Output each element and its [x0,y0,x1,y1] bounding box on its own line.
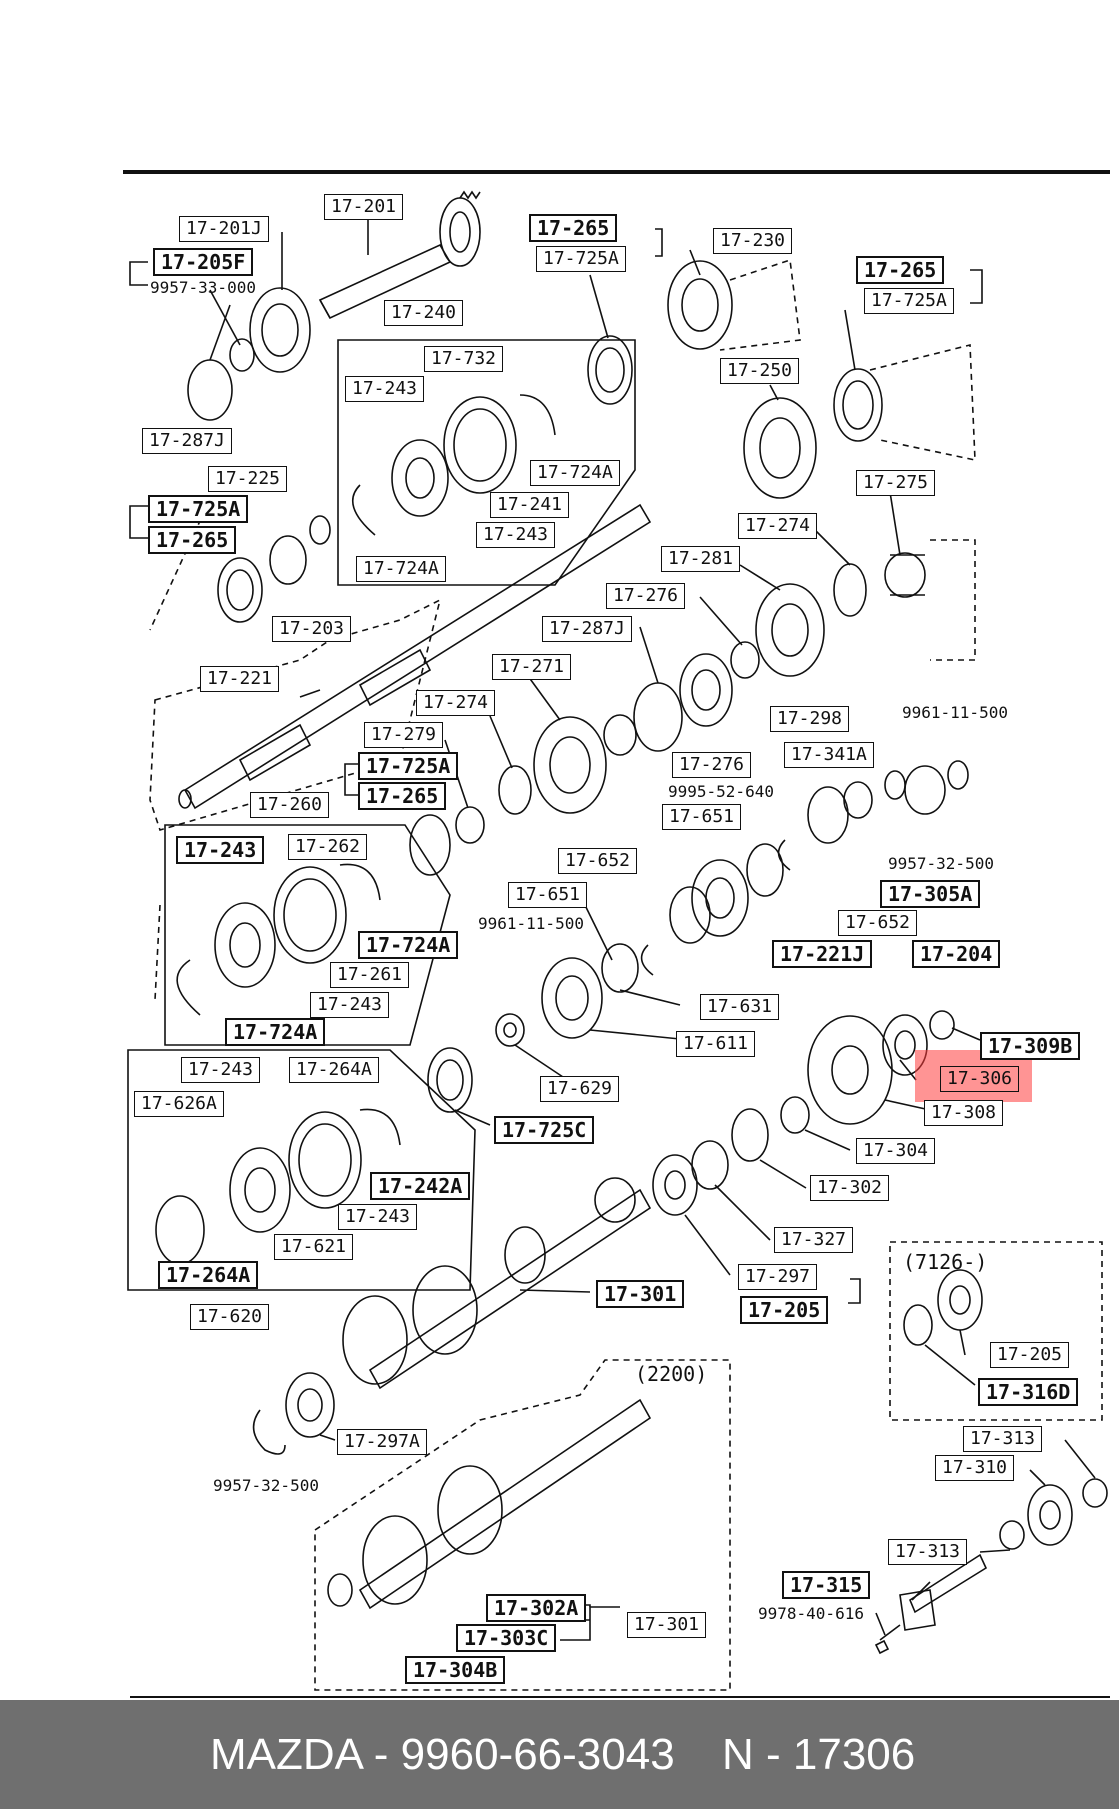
label-17-262: 17-262 [288,834,368,860]
label-17-243-e: 17-243 [181,1057,261,1083]
label-17-201J: 17-201J [179,216,269,242]
label-17-201: 17-201 [324,194,404,220]
label-17-279: 17-279 [364,722,444,748]
footer-reference: N - 17306 [722,1730,916,1779]
label-9957-33-000: 9957-33-000 [150,278,256,297]
label-17-264A-a: 17-264A [289,1057,379,1083]
label-17-287J: 17-287J [142,428,232,454]
label-17-305A: 17-305A [880,880,981,908]
label-17-221J: 17-221J [772,940,873,968]
label-17-205F: 17-205F [153,248,254,276]
input-shaft-drawing [318,190,481,320]
label-17-276-a: 17-276 [606,583,686,609]
label-17-725A-b: 17-725A [864,288,954,314]
label-17-309B: 17-309B [980,1032,1081,1060]
label-17-724A-b: 17-724A [356,556,446,582]
label-17-620: 17-620 [190,1304,270,1330]
mainshaft-drawing [178,503,652,810]
label-17-261: 17-261 [330,962,410,988]
label-17-304: 17-304 [856,1138,936,1164]
label-17-651-b: 17-651 [508,882,588,908]
label-17-651-a: 17-651 [662,804,742,830]
label-17-274-a: 17-274 [738,513,818,539]
label-17-298: 17-298 [770,706,850,732]
label-17-240: 17-240 [384,300,464,326]
label-17-221: 17-221 [200,666,280,692]
label-17-313-a: 17-313 [963,1426,1043,1452]
label-17-274-b: 17-274 [416,690,496,716]
label-17-303C: 17-303C [456,1624,557,1652]
label-9957-32-500-b: 9957-32-500 [213,1476,319,1495]
label-17-652-a: 17-652 [558,848,638,874]
label-17-725A-a: 17-725A [536,246,626,272]
label-17-243-a: 17-243 [345,376,425,402]
label-17-316D: 17-316D [978,1378,1079,1406]
label-17-243-b: 17-243 [476,522,556,548]
label-17-243-d: 17-243 [310,992,390,1018]
label-17-302A: 17-302A [486,1594,587,1622]
label-17-631: 17-631 [700,994,780,1020]
label-17-621: 17-621 [274,1234,354,1260]
label-17-308: 17-308 [924,1100,1004,1126]
label-17-264A-b: 17-264A [158,1261,259,1289]
label-17-203: 17-203 [272,616,352,642]
label-9978-40-616: 9978-40-616 [758,1604,864,1623]
label-17-341A: 17-341A [784,742,874,768]
label-17-732: 17-732 [424,346,504,372]
countershaft-drawing [342,1177,652,1390]
label-17-302: 17-302 [810,1175,890,1201]
label-17-265-d: 17-265 [358,782,447,810]
label-17-265-a: 17-265 [529,214,618,242]
label-17-626A: 17-626A [134,1091,224,1117]
label-17-287J-b: 17-287J [542,616,632,642]
label-17-242A: 17-242A [370,1172,471,1200]
label-17-310: 17-310 [935,1455,1015,1481]
label-9961-11-500-b: 9961-11-500 [478,914,584,933]
label-17-629: 17-629 [540,1076,620,1102]
label-9961-11-500-a: 9961-11-500 [902,703,1008,722]
label-17-297A: 17-297A [337,1429,427,1455]
label-9957-32-500-a: 9957-32-500 [888,854,994,873]
label-17-243-f: 17-243 [338,1204,418,1230]
label-17-301-a: 17-301 [596,1280,685,1308]
label-17-313-b: 17-313 [888,1539,968,1565]
label-17-611: 17-611 [676,1031,756,1057]
label-17-297: 17-297 [738,1264,818,1290]
label-17-230: 17-230 [713,228,793,254]
label-17-204: 17-204 [912,940,1001,968]
label-17-243-c: 17-243 [176,836,265,864]
label-17-275: 17-275 [856,470,936,496]
label-17-724A-a: 17-724A [530,460,620,486]
label-9995-52-640: 9995-52-640 [668,782,774,801]
label-17-652-b: 17-652 [838,910,918,936]
label-2200: (2200) [635,1362,708,1386]
label-17-205-a: 17-205 [740,1296,829,1324]
label-17-271: 17-271 [492,654,572,680]
label-17-724A-c: 17-724A [358,931,459,959]
label-7126: (7126-) [903,1250,988,1274]
label-17-265-b: 17-265 [856,256,945,284]
label-17-260: 17-260 [250,792,330,818]
footer-part-number: MAZDA - 9960-66-3043 [210,1730,675,1779]
label-17-327: 17-327 [774,1227,854,1253]
label-17-306: 17-306 [940,1066,1020,1092]
label-17-265-c: 17-265 [148,526,237,554]
label-17-281: 17-281 [661,546,741,572]
label-17-725A-c: 17-725A [148,495,249,523]
label-17-304B: 17-304B [405,1656,506,1684]
label-17-725A-d: 17-725A [358,752,459,780]
label-17-250: 17-250 [720,358,800,384]
footer-bar: MAZDA - 9960-66-3043 N - 17306 [0,1700,1119,1809]
label-17-725C: 17-725C [494,1116,595,1144]
label-17-276-b: 17-276 [672,752,752,778]
label-17-301-b: 17-301 [627,1612,707,1638]
label-17-724A-d: 17-724A [225,1018,326,1046]
exploded-parts-diagram [123,170,1110,1698]
label-17-205-b: 17-205 [990,1342,1070,1368]
label-17-315: 17-315 [782,1571,871,1599]
label-17-241: 17-241 [490,492,570,518]
label-17-225: 17-225 [208,466,288,492]
